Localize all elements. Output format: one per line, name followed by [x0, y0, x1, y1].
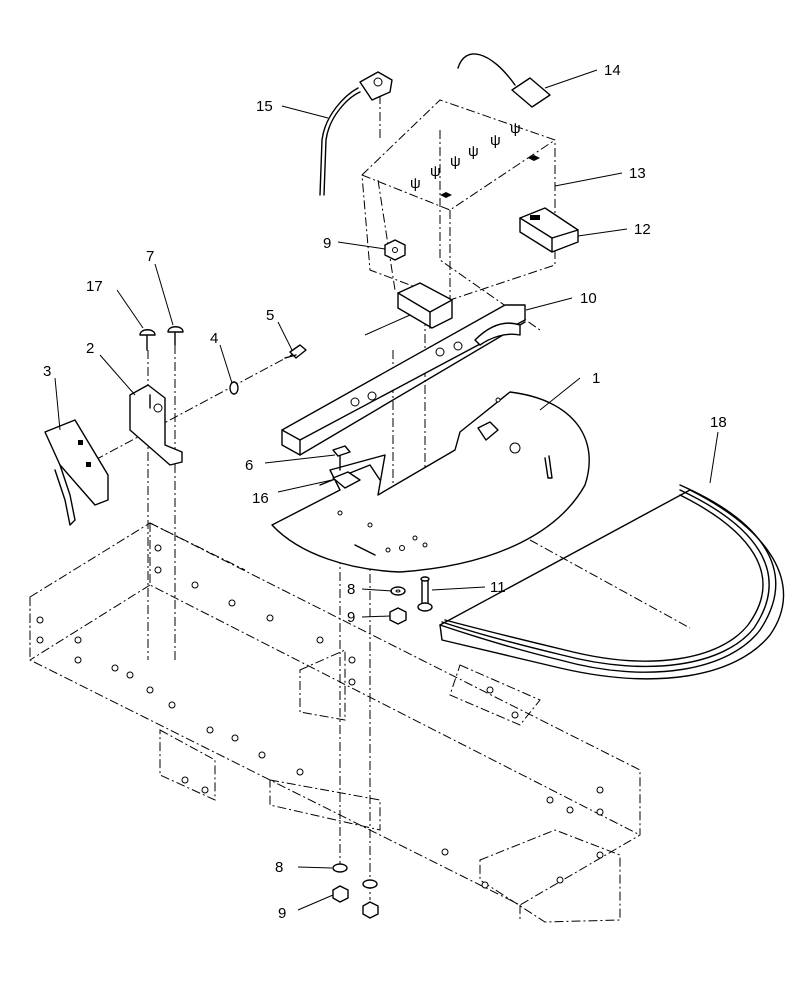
callout-labels: 1 2 3 4 5 6 7 8 8 9 9 9 10 11 12 13 14 1… [43, 62, 727, 922]
callout-1: 1 [592, 370, 600, 387]
callout-11: 11 [490, 579, 506, 596]
callout-2: 2 [86, 340, 94, 357]
callout-13: 13 [629, 165, 646, 182]
callout-9-bottom: 9 [278, 905, 286, 922]
callout-18: 18 [710, 414, 727, 431]
callout-15: 15 [256, 98, 273, 115]
callout-9-top: 9 [323, 235, 331, 252]
svg-text:ψ: ψ [430, 163, 441, 180]
svg-text:ψ: ψ [450, 153, 461, 170]
hold-down-bar [281, 304, 526, 456]
svg-text:ψ: ψ [468, 143, 479, 160]
negative-cable [319, 71, 393, 196]
callout-16: 16 [252, 490, 269, 507]
callout-10: 10 [580, 290, 597, 307]
latch-bracket [129, 384, 183, 466]
callout-17: 17 [86, 278, 103, 295]
chassis-frame-phantom [29, 522, 641, 923]
frame-holes [36, 544, 604, 889]
callout-5: 5 [266, 307, 274, 324]
battery-clamp-left [397, 282, 453, 329]
callout-7: 7 [146, 248, 154, 265]
svg-text:ψ: ψ [510, 120, 521, 137]
callout-8-bottom: 8 [275, 859, 283, 876]
callout-3: 3 [43, 363, 51, 380]
edge-trim [439, 484, 785, 680]
callout-6: 6 [245, 457, 253, 474]
svg-text:ψ: ψ [410, 175, 421, 192]
leader-lines [54, 69, 719, 911]
battery-tray-plate [271, 391, 590, 573]
svg-text:ψ: ψ [490, 132, 501, 149]
callout-14: 14 [604, 62, 621, 79]
callout-12: 12 [634, 221, 651, 238]
battery-clamp-right [519, 207, 579, 253]
battery: ψ ψ ψ ψ ψ ψ [361, 99, 556, 301]
callout-9-mid: 9 [347, 609, 355, 626]
callout-8-mid: 8 [347, 581, 355, 598]
callout-4: 4 [210, 330, 218, 347]
battery-caps: ψ ψ ψ ψ ψ ψ [410, 120, 521, 192]
latch [44, 419, 109, 526]
fasteners [139, 239, 433, 919]
positive-cable [457, 53, 551, 108]
